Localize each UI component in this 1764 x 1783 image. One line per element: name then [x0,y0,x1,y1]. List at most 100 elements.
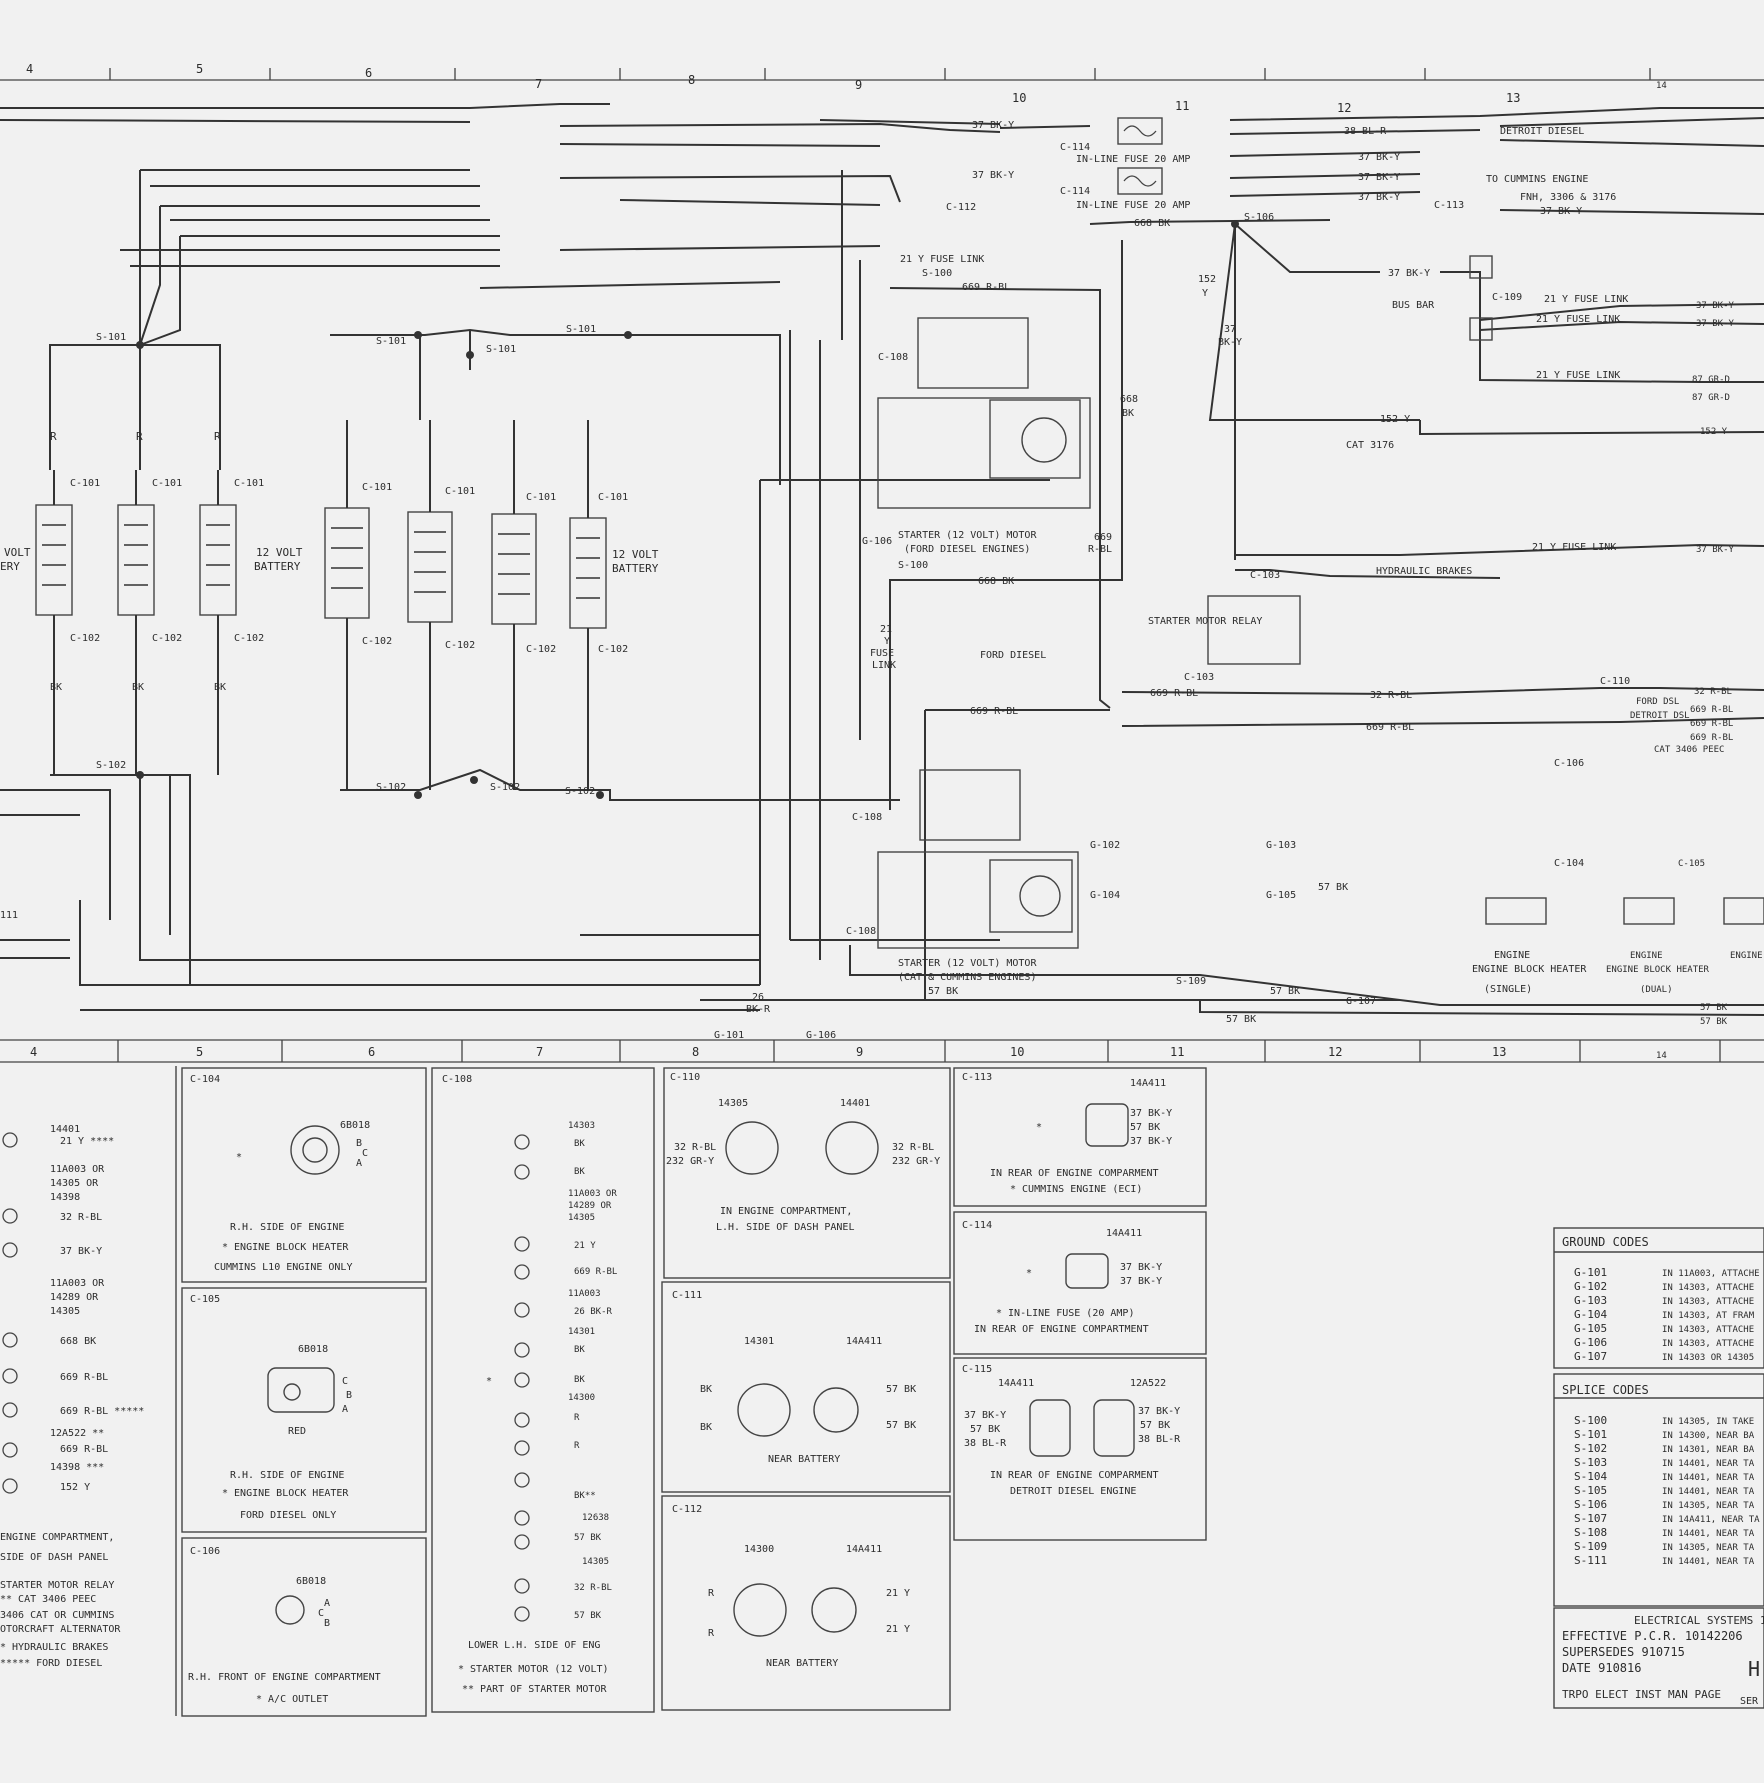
wire-label: 26 [752,992,764,1003]
starter-label: STARTER (12 VOLT) MOTOR [898,530,1037,541]
wire-label: Y [1202,288,1208,299]
wire-label: R [708,1588,715,1599]
panel-note: FORD DIESEL ONLY [240,1510,336,1521]
table-cell: IN 14303, ATTACHE [1662,1297,1754,1307]
wire-label: 57 BK [1318,882,1348,893]
panel-text: BK [574,1139,585,1149]
engine-label: FNH, 3306 & 3176 [1520,192,1616,203]
panel-text: 669 R-BL [574,1267,617,1277]
table-cell: IN 14303, ATTACHE [1662,1283,1754,1293]
table-cell: IN 14303 OR 14305 [1662,1353,1754,1363]
ground-label: G-106 [862,536,892,547]
wire-label: 57 BK [1140,1420,1170,1431]
panel-title: C-114 [962,1220,992,1231]
pin-label: B [356,1138,362,1149]
wire-label: 37 BK-Y [1120,1262,1162,1273]
panel-c114: C-114 14A411 37 BK-Y 37 BK-Y * * IN-LINE… [953,1211,1207,1355]
grid-label: 10 [1010,1045,1024,1059]
panel-note: ENGINE COMPARTMENT, [0,1532,114,1543]
panel-note: NEAR BATTERY [766,1658,838,1669]
panel-text: 26 BK-R [574,1307,613,1317]
splice-label: S-101 [566,324,596,335]
pin-label: A [324,1598,330,1609]
wire-label: R [50,430,57,443]
table-cell: IN 14401, NEAR TA [1662,1473,1755,1483]
wire-label: 37 BK-Y [1358,192,1400,203]
wire-label: 668 BK [1134,218,1170,229]
connector-label: C-106 [1554,758,1584,769]
ground-refs: G-102 G-103 G-104 G-105 G-107 S-109 57 B… [0,758,1728,1027]
block-heaters: ENGINE ENGINE BLOCK HEATER (SINGLE) ENGI… [1472,897,1764,995]
engine-label: TO CUMMINS ENGINE [1486,174,1588,185]
panel-title: C-104 [190,1074,220,1085]
table-cell: S-106 [1574,1498,1607,1511]
wire-label: LINK [872,660,896,671]
panel-text: 12638 [582,1513,609,1523]
panel-title: C-110 [670,1072,700,1083]
panel-mark: * [1036,1122,1042,1133]
table-cell: IN 14401, NEAR TA [1662,1459,1755,1469]
wire-label: 37 BK-Y [972,120,1014,131]
wire-label: BK-Y [1218,337,1242,348]
grid-label: 14 [1656,1051,1667,1061]
battery-label: 12 VOLT [256,546,303,559]
grid-label: 9 [856,1045,863,1059]
engine-label: CAT 3406 PEEC [1654,745,1724,755]
wire-label: 38 BL-R [1344,126,1387,137]
grid-label: 11 [1170,1045,1184,1059]
panel-text: 669 R-BL [60,1372,108,1383]
table-cell: S-100 [1574,1414,1607,1427]
panel-text: 14398 [50,1192,80,1203]
wire-label: 37 BK-Y [1130,1108,1172,1119]
panel-note: R.H. SIDE OF ENGINE [230,1222,344,1233]
engine-label: DETROIT DSL [1630,711,1690,721]
heater-label: ENGINE BLOCK HEATER [1606,965,1710,975]
panel-note: * HYDRAULIC BRAKES [0,1642,108,1653]
panel-note: * ENGINE BLOCK HEATER [222,1488,349,1499]
connector-label: C-103 [1250,570,1280,581]
battery-label: BATTERY [254,560,301,573]
panel-c108: C-108 14303 BK BK 11A003 OR 14289 OR 143… [431,1067,655,1713]
panel-text: 11A003 OR [50,1278,105,1289]
wire-label: 37 BK-Y [1388,268,1430,279]
splice-label: S-100 [898,560,928,571]
splice-label: S-100 [922,268,952,279]
splice-label: S-101 [96,332,126,343]
wire-label: R [708,1628,715,1639]
panel-text: 14289 OR [568,1201,612,1211]
panel-part: 14301 [744,1336,774,1347]
wire-label: 32 R-BL [1370,690,1412,701]
title-trpo: TRPO ELECT INST MAN PAGE [1562,1688,1721,1701]
heater-label: ENGINE [1494,950,1530,961]
engine-label: FORD DIESEL [980,650,1046,661]
wire-label: 37 BK-Y [1120,1276,1162,1287]
wire-label: 669 R-BL [1150,688,1198,699]
ground-label: G-104 [1090,890,1120,901]
fuse-label: IN-LINE FUSE 20 AMP [1076,200,1190,211]
connector-label: C-101 [234,478,264,489]
table-cell: IN 14401, NEAR TA [1662,1529,1755,1539]
panel-note: * A/C OUTLET [256,1694,328,1705]
table-cell: G-105 [1574,1322,1607,1335]
title-block: ELECTRICAL SYSTEMS 1 EFFECTIVE P.C.R. 10… [1553,1607,1764,1709]
table-cell: IN 14303, ATTACHE [1662,1339,1754,1349]
bottom-grid-ruler: 4 5 6 7 8 9 10 11 12 13 14 [0,1039,1764,1063]
panel-text: 14398 *** [50,1462,104,1473]
panel-text: R [574,1441,580,1451]
starter-label: (FORD DIESEL ENGINES) [904,544,1030,555]
engine-label: CAT 3176 [1346,440,1394,451]
connector-label: C-109 [1492,292,1522,303]
table-cell: G-102 [1574,1280,1607,1293]
panel-note: LOWER L.H. SIDE OF ENG [468,1640,600,1651]
connector-label: C-101 [598,492,628,503]
table-cell: IN 14305, NEAR TA [1662,1543,1755,1553]
panel-text: 14289 OR [50,1292,99,1303]
connector-label: C-102 [445,640,475,651]
starter-ford: S-100 21 Y FUSE LINK 669 R-BL C-108 STAR… [862,254,1138,555]
splice-codes-table: SPLICE CODES S-100 S-101 S-102 S-103 S-1… [1553,1373,1764,1607]
panel-note: * STARTER MOTOR (12 VOLT) [458,1664,609,1675]
wire-label: 57 BK [928,986,958,997]
pin-label: C [342,1376,348,1387]
pin-label: A [356,1158,362,1169]
connector-label: C-113 [1434,200,1464,211]
